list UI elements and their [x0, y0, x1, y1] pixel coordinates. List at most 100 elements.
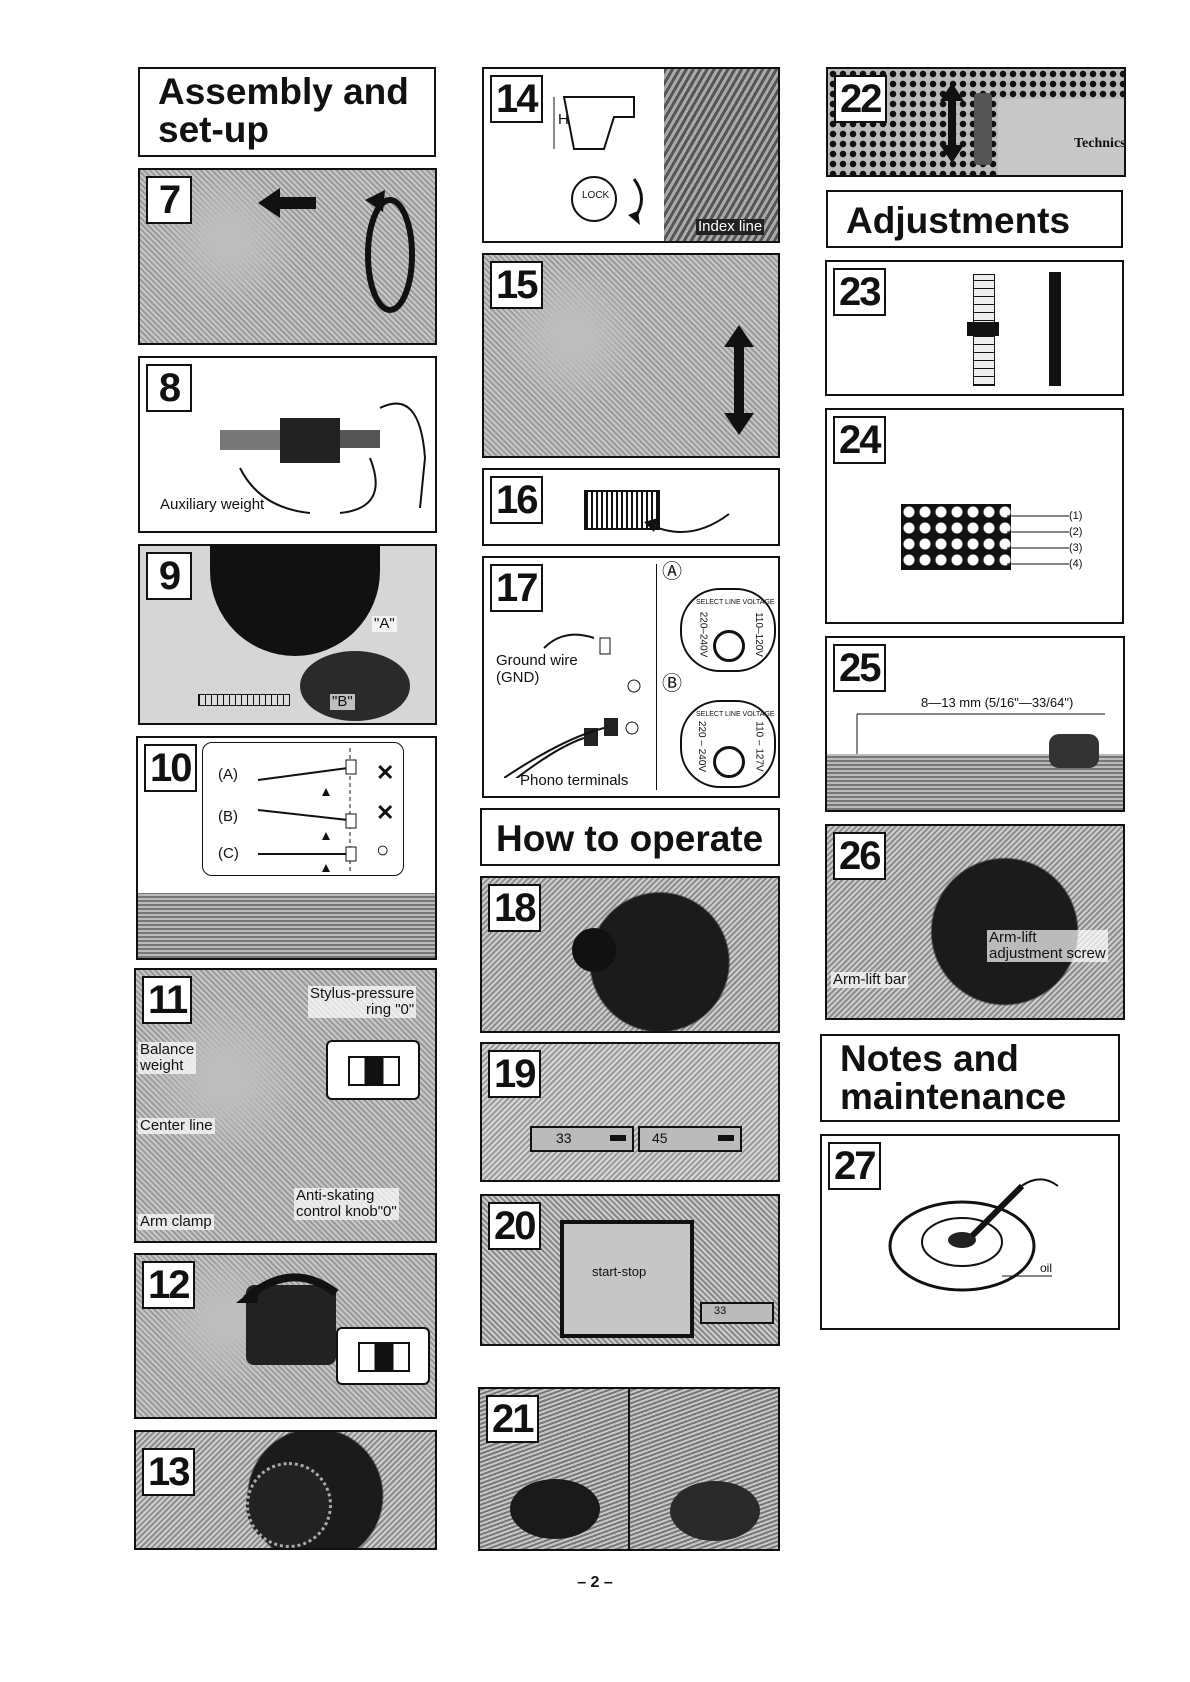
mark-a: ✕	[376, 760, 395, 785]
lock-knob-icon	[571, 176, 643, 225]
figure-26-number: 26	[833, 832, 886, 880]
weight-inset-box	[326, 1040, 420, 1100]
figure-18: 18	[480, 876, 780, 1033]
height-h-label: H	[558, 111, 569, 128]
strobe-row-3: (3)	[1069, 542, 1083, 554]
arm-lift-bar-label: Arm-lift bar	[831, 971, 909, 988]
figure-24: 24 (1) (2) (3) (4)	[825, 408, 1124, 624]
height-dimension-label: 8—13 mm (5/16"—33/64")	[921, 695, 1074, 710]
heading-notes: Notes and maintenance	[820, 1034, 1120, 1122]
stylus-pressure-label: Stylus-pressure ring "0"	[308, 985, 417, 1018]
figure-14-number: 14	[490, 75, 543, 123]
figure-7: 7	[138, 168, 437, 345]
arm-lift-right	[670, 1481, 760, 1541]
speed-45-button: 45	[638, 1126, 742, 1152]
pitch-slider-knob	[967, 322, 999, 336]
balance-diagram-box	[202, 742, 404, 876]
figure-11-number: 11	[142, 976, 193, 1024]
oiling-drawing	[888, 1178, 1059, 1292]
figure-27-number: 27	[828, 1142, 881, 1190]
figure-8-number: 8	[146, 364, 192, 412]
speed-33-button: 33	[530, 1126, 634, 1152]
ground-wire-label: Ground wire (GND)	[496, 652, 578, 686]
figure-16: 16	[482, 468, 780, 546]
figure-21: 21	[478, 1387, 780, 1551]
voltage-b-marker: Ⓑ	[662, 673, 682, 695]
pitch-panel-edge	[1049, 272, 1061, 386]
heading-notes-line1: Notes and	[840, 1038, 1019, 1079]
figure-21-number: 21	[486, 1395, 539, 1443]
tonearm-pivot	[1049, 734, 1099, 768]
figure-22: 22 Technics	[826, 67, 1126, 177]
mark-b: ✕	[376, 800, 395, 825]
figure-25-number: 25	[833, 644, 886, 692]
phono-terminals-label: Phono terminals	[520, 772, 629, 789]
figure-12: 12	[134, 1253, 437, 1419]
oil-label: oil	[1040, 1261, 1053, 1275]
strobe-row-1: (1)	[1069, 510, 1083, 522]
up-down-arrow-icon	[724, 325, 754, 435]
center-line-label: Center line	[138, 1117, 215, 1134]
index-line-label: Index line	[696, 218, 765, 235]
brush-arrow-icon	[644, 513, 730, 533]
figure-13-number: 13	[142, 1448, 195, 1496]
figure-12-number: 12	[142, 1261, 195, 1309]
divider-line	[628, 1389, 630, 1549]
counterweight-dark	[246, 1285, 336, 1365]
heading-assembly: Assembly and set-up	[138, 67, 436, 157]
headshell-photo	[664, 69, 778, 241]
cartridge-drawing	[553, 96, 635, 150]
figure-27: 27 oil	[820, 1134, 1120, 1330]
figure-17-number: 17	[490, 564, 543, 612]
auxiliary-weight-drawing	[220, 402, 427, 514]
figure-15: 15	[482, 253, 780, 458]
figure-10: 10 (A) (B) (C) ✕ ✕ ○	[136, 736, 437, 960]
figure-20: 20 start-stop 33	[480, 1194, 780, 1346]
figure-23: 23	[825, 260, 1124, 396]
start-knob	[572, 928, 616, 972]
voltage-divider	[656, 564, 657, 790]
phono-cable-drawing	[504, 633, 641, 778]
figure-22-number: 22	[834, 75, 887, 123]
label-b: "B"	[330, 693, 355, 710]
tonearm-photo-strip	[138, 893, 435, 958]
figure-16-number: 16	[490, 476, 543, 524]
balance-weight-label: Balance weight	[138, 1041, 197, 1074]
selector-knob-a	[713, 630, 745, 662]
pin-post	[974, 93, 992, 165]
strobe-leader-lines	[1007, 515, 1069, 565]
speed-33-indicator: 33	[700, 1302, 774, 1324]
curved-arrow-icon	[365, 190, 415, 313]
dial-knob	[246, 1462, 332, 1548]
left-arrow-icon	[258, 188, 316, 218]
figure-19: 19 33 45	[480, 1042, 780, 1182]
voltage-selector-a: 220–240V 110–120V SELECT LINE VOLTAGE	[680, 588, 776, 672]
selector-knob-b	[713, 746, 745, 778]
voltage-a-marker: Ⓐ	[662, 561, 682, 583]
figure-26: 26 Arm-lift adjustment screw Arm-lift ba…	[825, 824, 1125, 1020]
figure-11: 11 Stylus-pressure ring "0" Balance weig…	[134, 968, 437, 1243]
strobe-dots	[901, 504, 1011, 570]
weight-inset-box-2	[336, 1327, 430, 1385]
rotate-arrow-icon	[236, 1273, 339, 1303]
strobe-row-2: (2)	[1069, 526, 1083, 538]
figure-7-number: 7	[146, 176, 192, 224]
option-a-label: (A)	[218, 766, 238, 783]
tonearm-balance-drawing	[257, 748, 357, 873]
figure-25: 25 8—13 mm (5/16"—33/64")	[825, 636, 1125, 812]
figure-18-number: 18	[488, 884, 541, 932]
start-stop-button: start-stop	[560, 1220, 694, 1338]
figure-19-number: 19	[488, 1050, 541, 1098]
tonearm-base	[300, 651, 410, 721]
figure-10-number: 10	[144, 744, 197, 792]
lock-label: LOCK	[582, 190, 610, 201]
arm-lift-screw-label: Arm-lift adjustment screw	[987, 929, 1108, 962]
heading-assembly-line1: Assembly and	[158, 71, 409, 112]
arm-lift-left	[510, 1479, 600, 1539]
figure-24-number: 24	[833, 416, 886, 464]
figure-14: 14 H LOCK Index line	[482, 67, 780, 243]
figure-23-number: 23	[833, 268, 886, 316]
anti-skating-label: Anti-skating control knob"0"	[294, 1187, 399, 1220]
heading-notes-line2: maintenance	[840, 1076, 1067, 1117]
option-b-label: (B)	[218, 808, 238, 825]
